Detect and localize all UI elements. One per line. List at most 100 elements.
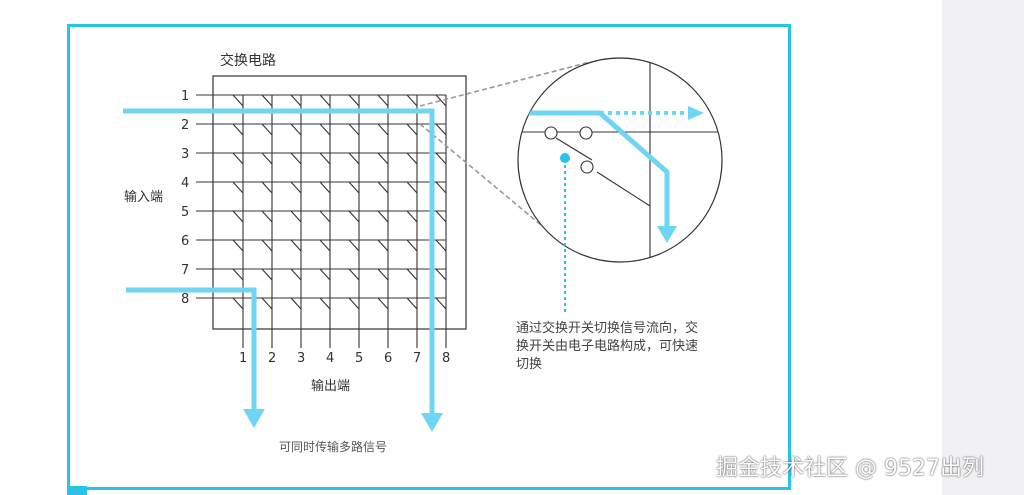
crosspoint-switch: [319, 123, 331, 136]
crosspoint-switch: [319, 297, 331, 310]
crosspoint-switch: [435, 94, 447, 107]
crosspoint-switch: [261, 152, 273, 165]
frame-corner-marker: [67, 486, 87, 495]
crosspoint-switch: [435, 268, 447, 281]
callout-line-top: [419, 61, 591, 107]
switch-contact-a: [544, 126, 558, 140]
crosspoint-switch: [406, 268, 418, 281]
input-port-label-1: 1: [181, 89, 189, 104]
crosspoint-switch: [232, 94, 244, 107]
watermark: 掘金技术社区 @ 9527出列: [716, 456, 984, 481]
zoom-signal-path: [520, 110, 670, 228]
crosspoint-switch: [348, 181, 360, 194]
output-port-label-5: 5: [355, 351, 363, 366]
crosspoint-switch: [319, 210, 331, 223]
crosspoint-switch: [406, 152, 418, 165]
switch-box: [212, 75, 467, 330]
crosspoint-switch: [290, 210, 302, 223]
caption-line-3: 切换: [516, 357, 543, 372]
crosspoint-switch: [435, 297, 447, 310]
signal-arrow-head-7: [421, 413, 443, 432]
crosspoint-switch: [319, 239, 331, 252]
crosspoint-switch: [261, 268, 273, 281]
output-port-label-8: 8: [442, 351, 450, 366]
crosspoint-switch: [232, 210, 244, 223]
zoom-switch-arm: [555, 137, 593, 161]
crosspoint-switch: [319, 94, 331, 107]
crosspoint-switch: [290, 152, 302, 165]
input-port-label-4: 4: [181, 176, 189, 191]
crosspoint-switch: [232, 268, 244, 281]
input-port-label-6: 6: [181, 234, 189, 249]
crosspoint-switch: [435, 181, 447, 194]
crosspoint-switch: [435, 239, 447, 252]
crosspoint-switch: [377, 123, 389, 136]
crosspoint-switch: [319, 152, 331, 165]
crosspoint-switch: [377, 297, 389, 310]
crosspoint-switch: [261, 297, 273, 310]
crosspoint-switch: [406, 210, 418, 223]
crosspoint-switch: [377, 94, 389, 107]
diagram-title: 交换电路: [220, 53, 276, 69]
crosspoint-switch: [377, 239, 389, 252]
signal-path-8-to-1: [126, 287, 257, 409]
zoom-signal-arrow-head: [657, 226, 677, 243]
crosspoint-switch: [348, 268, 360, 281]
input-port-label-8: 8: [181, 292, 189, 307]
crosspoint-switch: [348, 152, 360, 165]
signal-path-1-to-7: [123, 108, 435, 413]
crosspoint-switch: [261, 210, 273, 223]
output-port-label-1: 1: [239, 351, 247, 366]
output-port-label-4: 4: [326, 351, 334, 366]
crosspoint-switch: [232, 152, 244, 165]
output-port-label-3: 3: [297, 351, 305, 366]
zoom-caption: 通过交换开关切换信号流向，交 换开关由电子电路构成，可快速 切换: [516, 320, 698, 374]
crosspoint-switch: [290, 268, 302, 281]
crosspoint-switch: [261, 123, 273, 136]
input-port-label-3: 3: [181, 147, 189, 162]
crosspoint-switch: [406, 94, 418, 107]
crosspoint-switch: [406, 123, 418, 136]
input-port-label-2: 2: [181, 118, 189, 133]
crosspoint-switch: [290, 181, 302, 194]
crosspoint-switch: [377, 210, 389, 223]
zoom-circle: [517, 57, 723, 263]
crosspoint-switch: [319, 181, 331, 194]
crosspoint-switch: [261, 239, 273, 252]
crosspoint-switch: [348, 123, 360, 136]
crosspoint-switch: [290, 123, 302, 136]
crosspoint-switch: [377, 181, 389, 194]
right-sidebar: [942, 0, 1024, 495]
zoom-contents: [518, 58, 722, 262]
crosspoint-switch: [348, 239, 360, 252]
input-port-label-5: 5: [181, 205, 189, 220]
crosspoint-switch: [348, 210, 360, 223]
crosspoint-switch: [406, 239, 418, 252]
input-label: 输入端: [124, 190, 164, 205]
switch-contact-c: [580, 160, 594, 174]
crosspoint-switch: [435, 123, 447, 136]
crosspoint-switch: [406, 297, 418, 310]
crosspoint-switch: [348, 94, 360, 107]
crosspoint-switch: [232, 239, 244, 252]
crosspoint-switch: [232, 297, 244, 310]
figure-frame: [67, 24, 791, 490]
output-label: 输出端: [311, 379, 351, 394]
caption-line-2: 换开关由电子电路构成，可快速: [516, 339, 699, 354]
crosspoint-switch: [232, 123, 244, 136]
output-port-label-7: 7: [413, 351, 421, 366]
crosspoint-switch: [435, 152, 447, 165]
zoom-switch-lever: [596, 171, 651, 207]
caption-line-1: 通过交换开关切换信号流向，交: [516, 321, 699, 336]
switch-contact-b: [579, 126, 593, 140]
crosspoint-switch: [290, 297, 302, 310]
control-point-dot: [560, 153, 570, 163]
crosspoint-switch: [290, 94, 302, 107]
zoom-dotted-arrow-head: [688, 106, 704, 120]
crosspoint-switch: [377, 152, 389, 165]
crosspoint-switch: [261, 94, 273, 107]
crosspoint-switch: [290, 239, 302, 252]
crosspoint-switch: [261, 181, 273, 194]
crosspoint-switch: [232, 181, 244, 194]
